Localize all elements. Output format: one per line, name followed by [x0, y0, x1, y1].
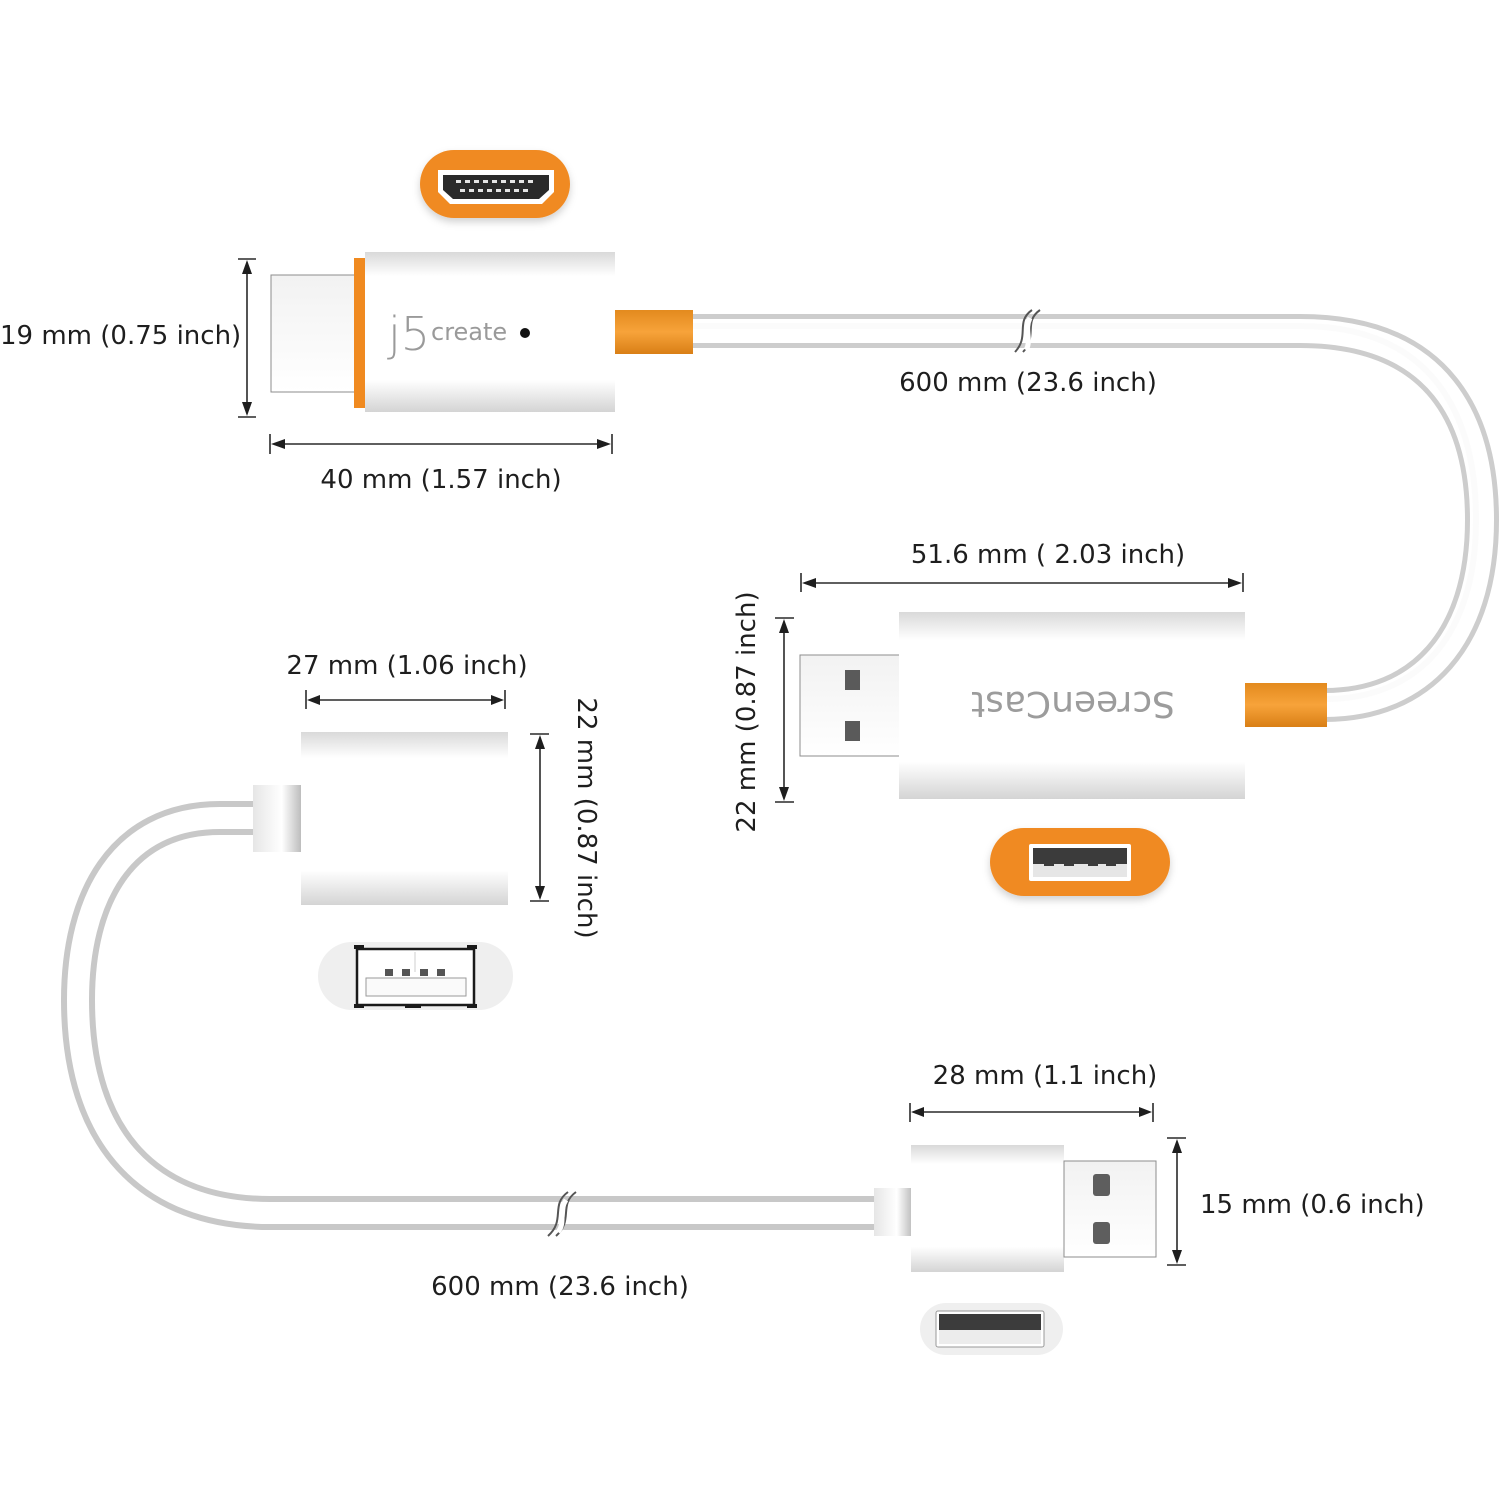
usb-female-end: [253, 732, 508, 905]
hdmi-strain-relief: [615, 310, 693, 354]
usb-male-end: [874, 1145, 1157, 1272]
dongle-height-label: 22 mm (0.87 inch): [732, 591, 762, 832]
hdmi-plug-tip: [270, 274, 358, 393]
usb-a-female-port-icon: [318, 942, 513, 1010]
usb-male-plug: [1063, 1160, 1157, 1258]
dongle-strain-relief: [1245, 683, 1327, 727]
screencast-brand-label: ScreenCast: [971, 683, 1175, 724]
j5create-logo-create: create: [431, 318, 507, 346]
dongle-length-label: 51.6 mm ( 2.03 inch): [911, 540, 1185, 570]
cable-bottom: [60, 801, 880, 1230]
hdmi-height-dimension: [238, 258, 256, 418]
cable-top-length-label: 600 mm (23.6 inch): [899, 368, 1157, 398]
cable-top-break-mark: [1014, 309, 1041, 353]
usb-a-port-icon: [990, 828, 1170, 896]
hdmi-connector: j5 create: [270, 252, 693, 412]
dongle-height-dimension: [775, 617, 794, 803]
hdmi-housing: [365, 252, 615, 412]
usb-female-width-dimension: [305, 690, 506, 709]
status-led: [520, 328, 530, 338]
usb-male-length-label: 28 mm (1.1 inch): [933, 1061, 1158, 1091]
usb-pin-hole: [1093, 1222, 1110, 1244]
usb-female-housing: [301, 732, 508, 905]
dongle-length-dimension: [800, 573, 1244, 592]
dongle-housing: [899, 612, 1245, 799]
usb-female-width-label: 27 mm (1.06 inch): [286, 651, 527, 681]
usb-male-strain-relief: [874, 1188, 912, 1236]
hdmi-port-icon: [420, 150, 570, 218]
cable-top: [690, 314, 1500, 722]
usb-male-length-dimension: [909, 1103, 1154, 1122]
cable-bottom-break-mark: [547, 1191, 577, 1237]
cable-bottom-length-label: 600 mm (23.6 inch): [431, 1272, 689, 1302]
screencast-dongle: ScreenCast: [799, 612, 1327, 799]
j5create-logo-j5: j5: [387, 307, 430, 361]
usb-male-height-dimension: [1167, 1137, 1186, 1266]
usb-pin-hole: [1093, 1174, 1110, 1196]
hdmi-orange-ring: [354, 258, 366, 408]
usb-male-height-label: 15 mm (0.6 inch): [1200, 1190, 1425, 1220]
hdmi-length-dimension: [269, 434, 613, 454]
hdmi-height-label: 19 mm (0.75 inch): [0, 321, 241, 351]
usb-a-port-icon: [920, 1303, 1063, 1355]
hdmi-length-label: 40 mm (1.57 inch): [320, 465, 561, 495]
usb-pin-hole: [845, 721, 860, 741]
usb-female-strain-relief: [253, 785, 301, 852]
usb-pin-hole: [845, 670, 860, 690]
usb-female-height-label: 22 mm (0.87 inch): [571, 697, 601, 938]
usb-female-height-dimension: [530, 733, 549, 902]
usb-male-housing: [911, 1145, 1064, 1272]
